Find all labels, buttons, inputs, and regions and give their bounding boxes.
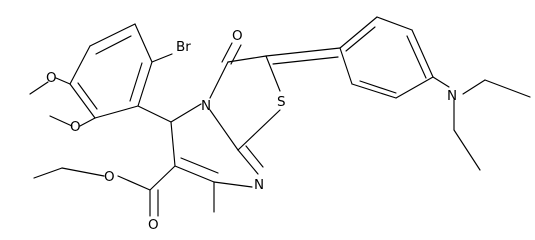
thiazole-sulfur-label: S [277,94,286,110]
bridgehead-nitrogen-label: N [201,98,211,114]
molecule-diagram: Br O O O N S N N O O [29,16,531,233]
imine-nitrogen-label: N [254,177,264,193]
structure-canvas: Br O O O N S N N O O [29,16,531,233]
ketone-oxygen-label: O [232,28,243,44]
methoxy-oxygen-upper-label: O [46,70,57,86]
ester-ether-oxygen-label: O [104,169,115,185]
bromine-label: Br [176,39,191,55]
methoxy-oxygen-lower-label: O [70,119,81,135]
diethylamino-nitrogen-label: N [447,88,457,104]
bonds [29,16,531,217]
ester-carbonyl-oxygen-label: O [148,217,159,233]
atom-labels: Br O O O N S N N O O [46,28,457,233]
